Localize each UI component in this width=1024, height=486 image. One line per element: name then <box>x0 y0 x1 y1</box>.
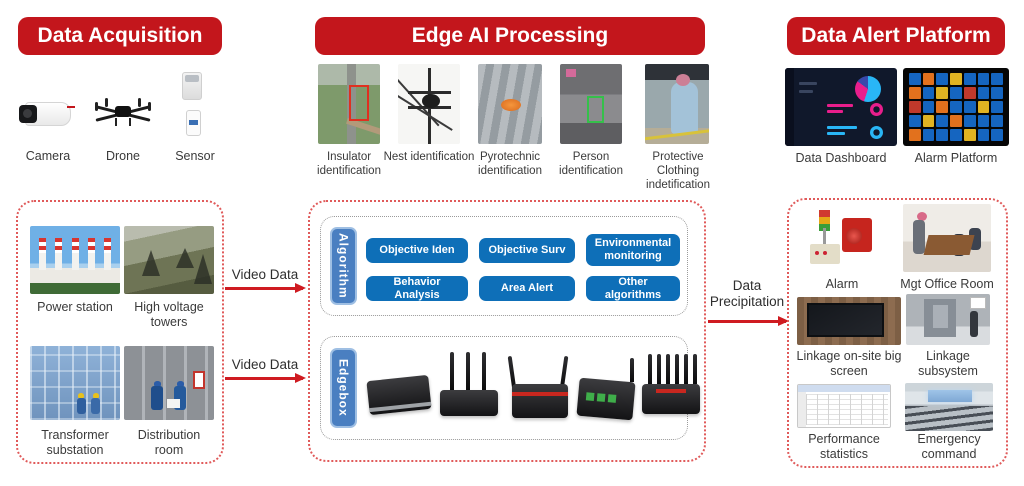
photo-insulator-identification <box>318 64 380 144</box>
data-precipitation-label: Data Precipitation <box>709 278 785 309</box>
alarm-tile <box>991 129 1003 141</box>
photo-linkage-subsystem <box>906 294 990 345</box>
alarm-tile <box>922 129 935 141</box>
banner-data-acquisition: Data Acquisition <box>18 17 222 55</box>
alarm-tile <box>950 115 962 127</box>
alarm-tile <box>963 101 976 113</box>
algo-button-objective-iden: Objective Iden <box>366 238 468 263</box>
photo-performance-statistics <box>797 384 891 428</box>
edge-device-4-icon <box>576 352 638 432</box>
data-dashboard-label: Data Dashboard <box>795 151 887 165</box>
alarm-tile <box>922 73 935 85</box>
alarm-tile <box>909 73 921 85</box>
alarm-tile <box>922 115 935 127</box>
linkage-subsystem-label: Linkage subsystem <box>918 349 978 379</box>
drone-icon <box>93 94 153 138</box>
photo-distribution-room <box>124 346 214 420</box>
alarm-tile <box>909 129 921 141</box>
photo-data-dashboard <box>785 68 897 146</box>
edge-device-2-icon <box>440 352 502 432</box>
alarm-tile <box>922 101 935 113</box>
alarm-tile <box>950 129 962 141</box>
edge-device-1-icon <box>366 352 436 432</box>
alarm-tile <box>950 87 962 99</box>
alarm-tile <box>991 73 1003 85</box>
video-data-label-bottom: Video Data <box>231 357 299 372</box>
drone-label: Drone <box>105 149 141 163</box>
alarm-tile <box>977 115 990 127</box>
pyrotechnic-label: Pyrotechnic identification <box>478 151 542 178</box>
video-data-arrow-top <box>225 283 306 293</box>
alarm-tile <box>950 73 962 85</box>
alarm-tile <box>963 129 976 141</box>
photo-mgt-office-room <box>903 204 991 272</box>
high-voltage-towers-label: High voltage towers <box>134 300 204 330</box>
photo-transformer-substation <box>30 346 120 420</box>
person-label: Person identification <box>559 151 623 178</box>
performance-statistics-label: Performance statistics <box>808 432 880 462</box>
algo-button-other-algorithms: Other algorithms <box>586 276 680 301</box>
photo-emergency-command <box>905 383 993 431</box>
alarm-tile <box>977 87 990 99</box>
edge-device-5-icon <box>642 352 702 432</box>
sensor-label: Sensor <box>175 149 215 163</box>
photo-pyrotechnic-identification <box>478 64 542 144</box>
alarm-tile <box>963 87 976 99</box>
banner-edge-ai-processing: Edge AI Processing <box>315 17 705 55</box>
alarm-tile <box>991 101 1003 113</box>
protective-clothing-label: Protective Clothing indetification <box>646 151 710 192</box>
alarm-label: Alarm <box>825 277 859 291</box>
insulator-label: Insulator identification <box>317 151 381 178</box>
alarm-platform-label: Alarm Platform <box>914 151 998 165</box>
algo-button-environmental-monitoring: Environmental monitoring <box>586 234 680 266</box>
mgt-office-room-label: Mgt Office Room <box>900 277 994 291</box>
transformer-substation-label: Transformer substation <box>41 428 109 458</box>
alarm-tile <box>991 87 1003 99</box>
alarm-tile <box>909 115 921 127</box>
sensor-icon <box>172 72 214 140</box>
photo-linkage-big-screen <box>797 297 901 345</box>
algo-button-objective-surv: Objective Surv <box>479 238 575 263</box>
alarm-tile <box>977 129 990 141</box>
power-station-label: Power station <box>37 300 113 314</box>
alarm-tile <box>977 101 990 113</box>
photo-power-station <box>30 226 120 294</box>
algo-button-area-alert: Area Alert <box>479 276 575 301</box>
edgebox-tab: Edgebox <box>330 348 357 428</box>
alarm-tile <box>909 101 921 113</box>
video-data-label-top: Video Data <box>231 267 299 282</box>
photo-nest-identification <box>398 64 460 144</box>
edge-device-3-icon <box>507 352 572 432</box>
alarm-tile <box>936 87 949 99</box>
data-precipitation-arrow <box>708 316 789 326</box>
alarm-tile <box>950 101 962 113</box>
alarm-tile <box>936 115 949 127</box>
camera-icon <box>15 92 81 140</box>
nest-label: Nest identification <box>383 151 475 163</box>
distribution-room-label: Distribution room <box>137 428 201 458</box>
photo-protective-clothing <box>645 64 709 144</box>
alarm-tile <box>922 87 935 99</box>
alarm-tile <box>936 73 949 85</box>
emergency-command-label: Emergency command <box>917 432 981 462</box>
alarm-tile <box>977 73 990 85</box>
photo-person-identification <box>560 64 622 144</box>
linkage-big-screen-label: Linkage on-site big screen <box>796 349 902 379</box>
alarm-tile <box>936 129 949 141</box>
algo-button-behavior-analysis: Behavior Analysis <box>366 276 468 301</box>
camera-label: Camera <box>25 149 71 163</box>
video-data-arrow-bottom <box>225 373 306 383</box>
alarm-tile <box>963 73 976 85</box>
alarm-tile <box>936 101 949 113</box>
photo-high-voltage-towers <box>124 226 214 294</box>
alarm-tile <box>991 115 1003 127</box>
photo-alarm-platform <box>903 68 1009 146</box>
photo-alarm <box>800 206 884 272</box>
alarm-tile <box>909 87 921 99</box>
alarm-tile <box>963 115 976 127</box>
banner-data-alert-platform: Data Alert Platform <box>787 17 1005 55</box>
algorithm-tab: Algorithm <box>330 227 357 305</box>
